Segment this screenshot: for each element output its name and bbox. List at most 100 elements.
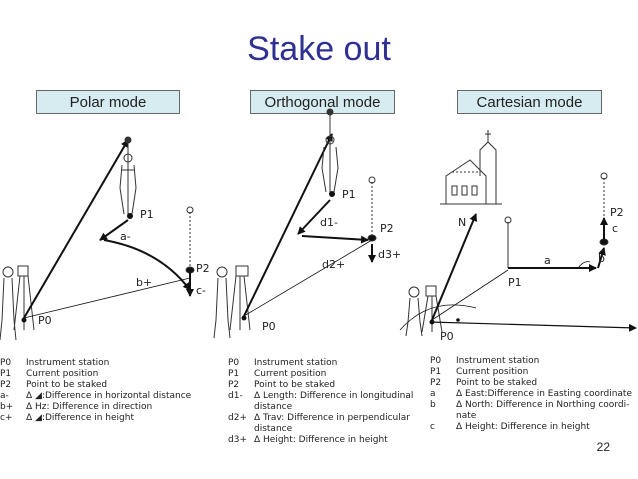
cartesian-label-p1: P1 — [508, 276, 522, 289]
legend-code: P0 — [228, 358, 240, 368]
legend-row: b+ Δ Hz: Difference in direction — [0, 402, 205, 413]
legend-desc: Point to be staked — [254, 380, 336, 390]
legend-code: c+ — [0, 413, 13, 423]
legend-code: a- — [0, 391, 9, 401]
orthogonal-mode-label: Orthogonal mode — [250, 90, 395, 114]
orthogonal-person-p1-icon — [321, 108, 339, 194]
legend-desc: Instrument station — [26, 358, 110, 368]
legend-row: P0 Instrument station — [430, 356, 635, 367]
cartesian-label-a: a — [544, 254, 551, 267]
legend-code: P1 — [430, 367, 442, 377]
legend-code: P2 — [430, 378, 442, 388]
legend-desc: Δ Hz: Difference in direction — [26, 402, 153, 412]
legend-row: c Δ Height: Difference in height — [430, 422, 635, 433]
orthogonal-p0-marker — [241, 315, 247, 321]
legend-desc: Current position — [26, 369, 99, 379]
orthogonal-arrow-d2 — [301, 235, 369, 244]
legend-row: d2+Δ Trav: Difference in perpendicular d… — [228, 413, 418, 435]
orthogonal-diagram: P0 P1 P2 d1- d2+ d3+ — [213, 108, 401, 339]
legend-row: P2 Point to be staked — [0, 380, 205, 391]
orthogonal-line-p0-p1 — [243, 133, 333, 317]
legend-desc: Point to be staked — [26, 380, 108, 390]
cartesian-angle-b-arc — [577, 261, 591, 269]
legend-desc: Δ Height: Difference in height — [456, 422, 590, 432]
orthogonal-label-d3: d3+ — [378, 248, 401, 261]
legend-code: P0 — [430, 356, 442, 366]
legend-desc: Current position — [254, 369, 327, 379]
cartesian-origin-dot — [456, 318, 460, 322]
cartesian-label-p2: P2 — [610, 206, 624, 219]
page-title: Stake out — [247, 30, 391, 68]
legend-desc: Instrument station — [254, 358, 338, 368]
legend-row: a- Δ ◢:Difference in horizontal distance — [0, 391, 205, 402]
legend-desc: Δ Trav: Difference in perpendicular dist… — [254, 413, 410, 434]
page-number: 22 — [596, 440, 610, 454]
legend-code: P2 — [0, 380, 12, 390]
legend-code: a — [430, 389, 436, 399]
cartesian-pole-p1-icon — [504, 216, 512, 268]
polar-label-a: a- — [120, 230, 131, 243]
polar-label-b: b+ — [136, 276, 152, 289]
cartesian-label-c: c — [612, 222, 618, 235]
legend-row: P1 Current position — [0, 369, 205, 380]
polar-arrow-a — [99, 219, 129, 241]
polar-p0-marker — [21, 317, 27, 323]
legend-row: P2 Point to be staked — [430, 378, 635, 389]
orthogonal-line-p0-p2 — [243, 239, 373, 317]
polar-label-c: c- — [196, 284, 206, 297]
polar-surveyor-icon — [0, 265, 35, 341]
cartesian-label-n: N — [458, 216, 466, 229]
legend-code: b — [430, 400, 436, 410]
orthogonal-label-p1: P1 — [342, 188, 356, 201]
cartesian-diagram: P0 P1 P2 N a b c — [399, 130, 637, 343]
legend-desc: Current position — [456, 367, 529, 377]
orthogonal-p1-marker — [329, 191, 335, 197]
legend-desc: Δ ◢:Difference in horizontal distance — [26, 391, 192, 401]
legend-code: P1 — [0, 369, 12, 379]
legend-code: P0 — [0, 358, 12, 368]
orthogonal-surveyor-icon — [213, 265, 251, 339]
legend-row: d3+ Δ Height: Difference in height — [228, 435, 418, 446]
polar-label-p0: P0 — [38, 314, 52, 327]
polar-p1-marker — [127, 213, 133, 219]
cartesian-label-b: b — [598, 252, 605, 265]
orthogonal-label-d1: d1- — [320, 216, 338, 229]
cartesian-label-p0: P0 — [440, 330, 454, 343]
cartesian-arrow-b — [597, 247, 606, 269]
legend-code: P1 — [228, 369, 240, 379]
cartesian-angle-arc — [399, 304, 477, 331]
legend-row: P1 Current position — [430, 367, 635, 378]
polar-arc-b — [103, 239, 191, 291]
polar-diagram: P0 P1 P2 a- b+ c- — [0, 136, 210, 341]
legend-desc: Point to be staked — [456, 378, 538, 388]
polar-mode-label: Polar mode — [36, 90, 180, 114]
polar-label-p2: P2 — [196, 262, 210, 275]
legend-desc: Instrument station — [456, 356, 540, 366]
legend-code: d1- — [228, 391, 243, 401]
legend-code: d3+ — [228, 435, 247, 445]
polar-line-p0-p1 — [23, 139, 129, 319]
legend-row: c+Δ ◢:Difference in height — [0, 413, 205, 424]
polar-person-p1-icon — [119, 136, 137, 216]
orthogonal-arrow-d1 — [297, 199, 331, 235]
legend-desc: Δ Length: Difference in longitudinal dis… — [254, 391, 414, 412]
legend-row: P1 Current position — [228, 369, 418, 380]
legend-row: P0 Instrument station — [0, 358, 205, 369]
legend-code: b+ — [0, 402, 14, 412]
polar-line-p0-p2 — [23, 277, 191, 319]
orthogonal-label-d2: d2+ — [322, 258, 345, 271]
polar-label-p1: P1 — [140, 208, 154, 221]
legend-code: c — [430, 422, 435, 432]
orthogonal-label-p2: P2 — [380, 222, 394, 235]
church-icon — [440, 130, 502, 205]
orthogonal-label-p0: P0 — [262, 320, 276, 333]
cartesian-p0-marker — [429, 319, 435, 325]
legend-desc: Δ Height: Difference in height — [254, 435, 388, 445]
